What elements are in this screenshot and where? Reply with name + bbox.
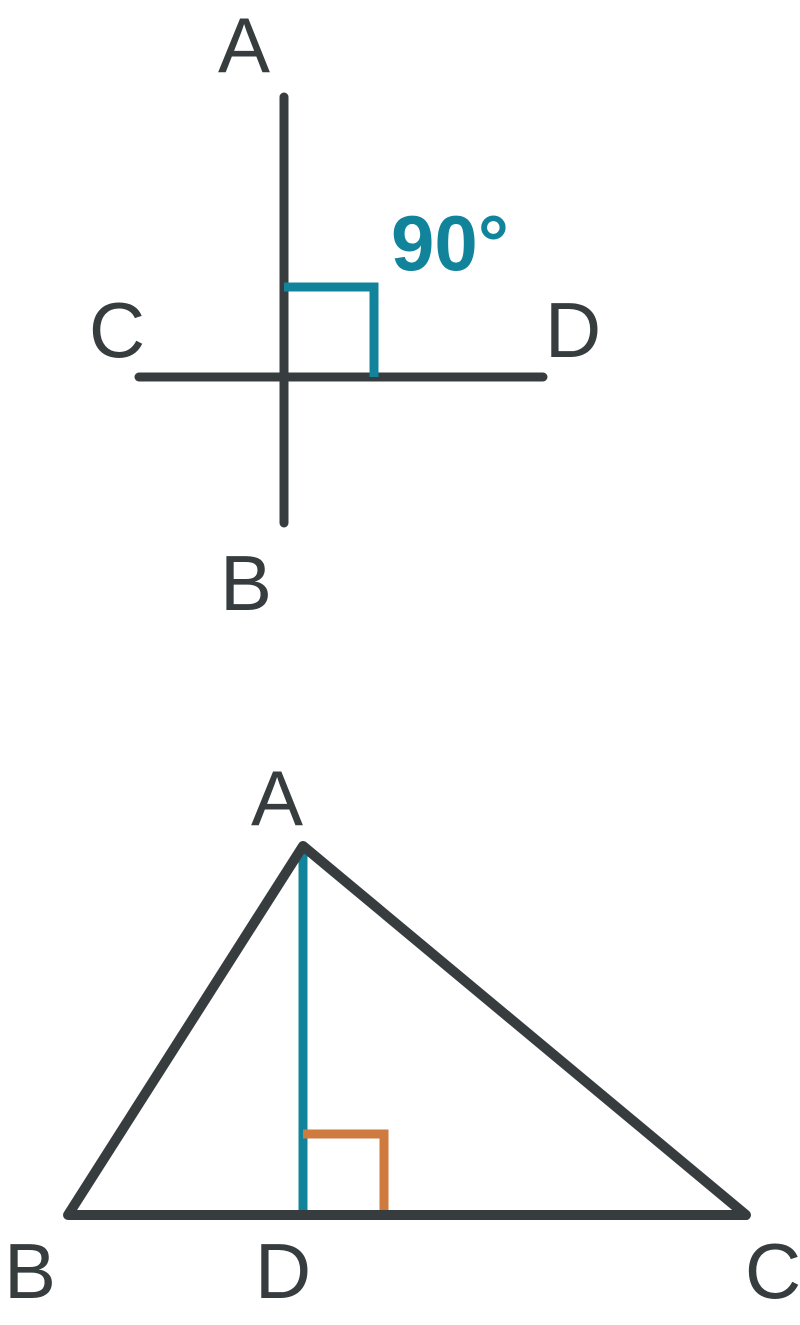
triangle-abc bbox=[63, 841, 751, 1220]
triangle-label-c: C bbox=[745, 1227, 800, 1315]
right-angle-marker bbox=[284, 282, 379, 377]
label-d: D bbox=[545, 286, 601, 374]
triangle-label-d: D bbox=[255, 1227, 311, 1315]
perpendicular-lines-figure: A B C D 90° bbox=[89, 1, 601, 627]
label-b: B bbox=[220, 539, 272, 627]
triangle-label-a: A bbox=[251, 754, 303, 842]
label-c: C bbox=[89, 286, 145, 374]
angle-label: 90° bbox=[391, 199, 509, 287]
triangle-altitude-figure: A B C D bbox=[4, 754, 800, 1315]
right-angle-marker-2 bbox=[303, 1129, 389, 1215]
triangle-label-b: B bbox=[4, 1227, 56, 1315]
label-a: A bbox=[218, 1, 270, 89]
